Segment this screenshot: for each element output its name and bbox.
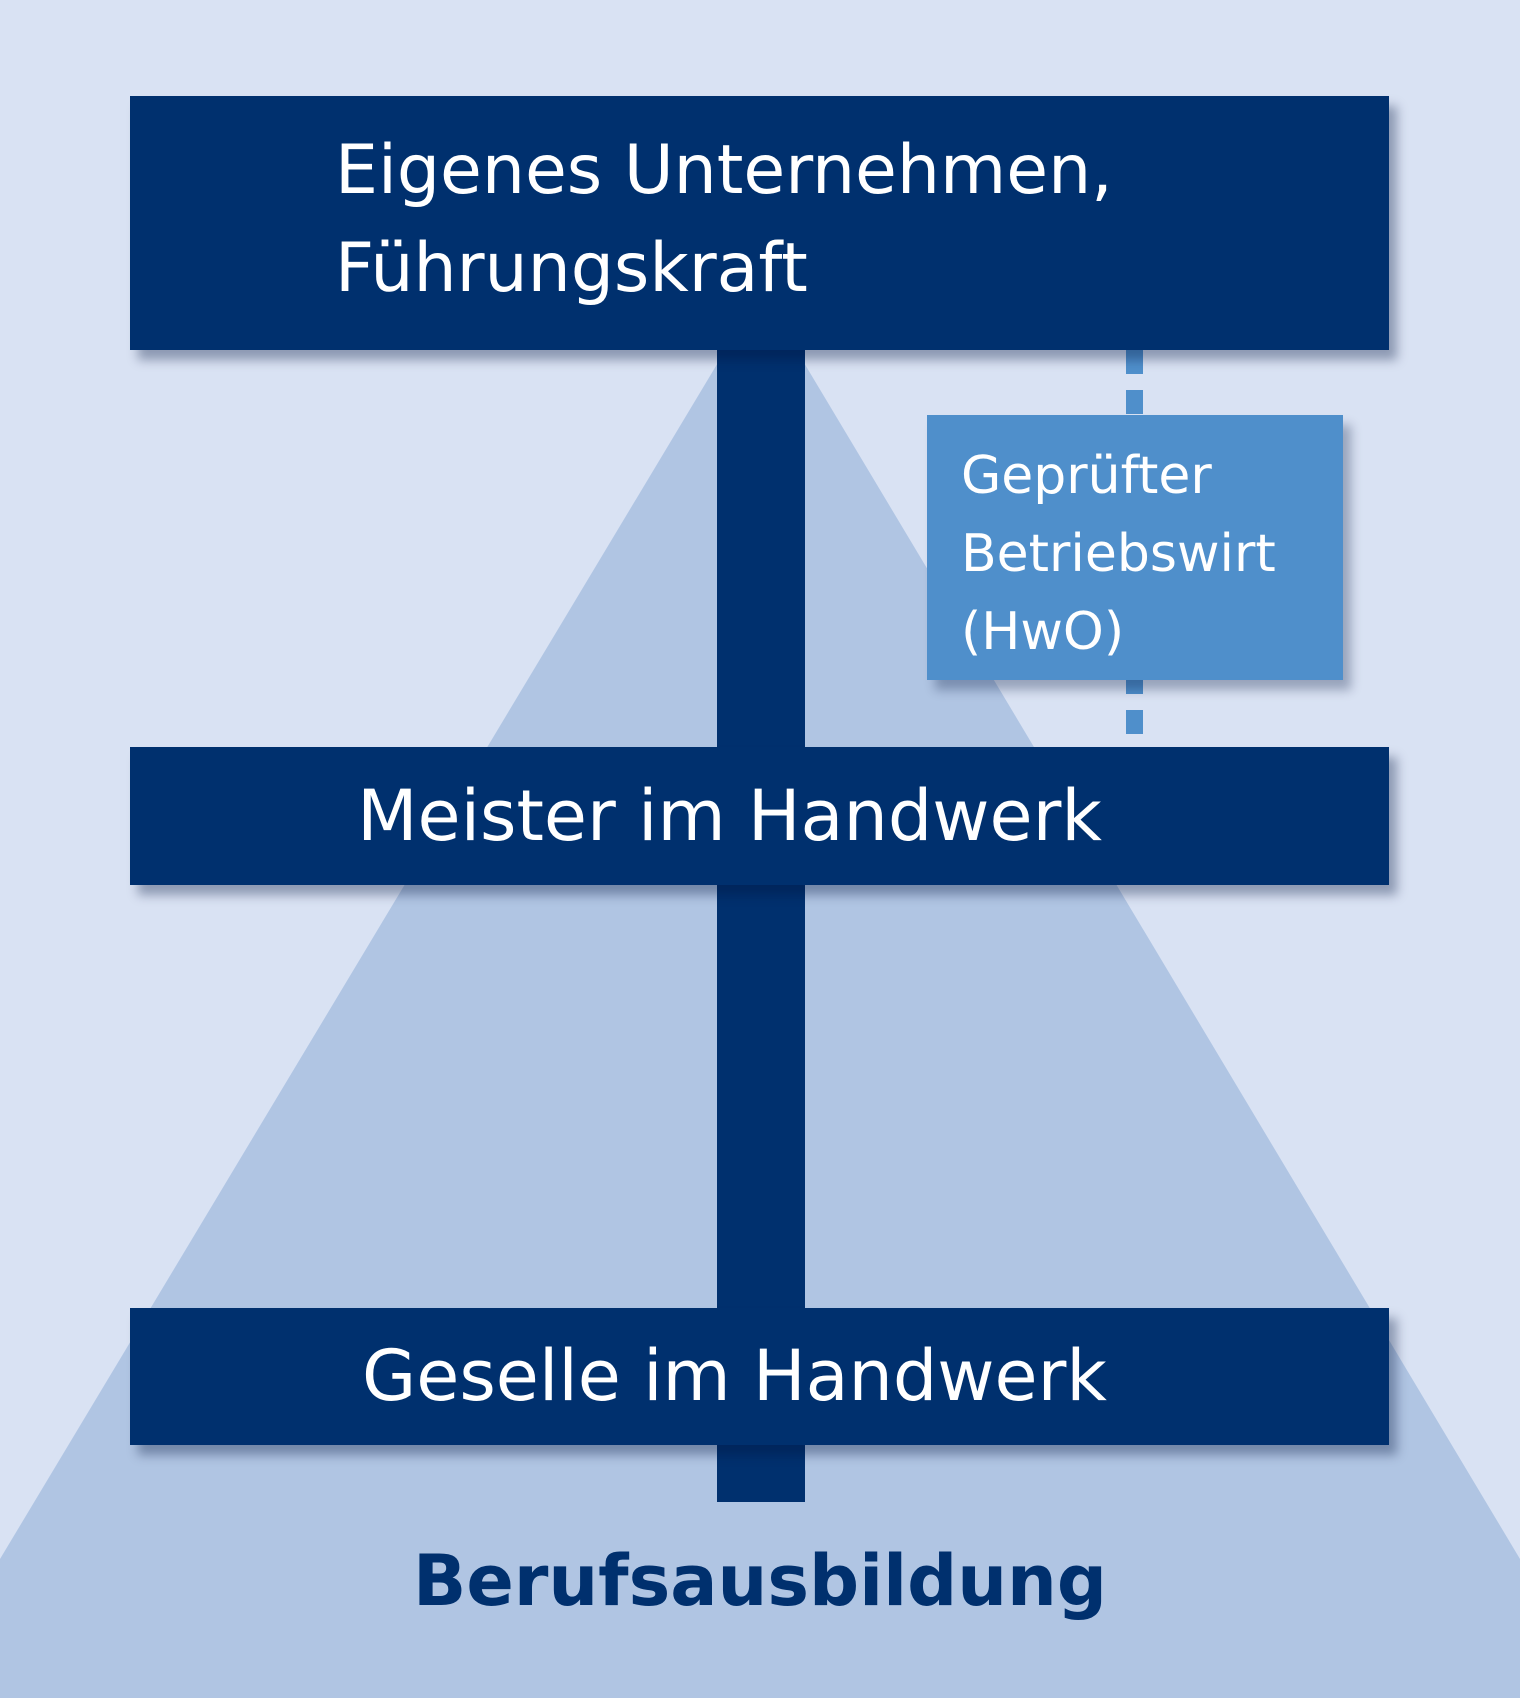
level-box-geselle: Geselle im Handwerk xyxy=(130,1308,1389,1445)
level-box-meister: Meister im Handwerk xyxy=(130,747,1389,885)
level-box-eigenes-unternehmen: Eigenes Unternehmen, Führungskraft xyxy=(130,96,1389,350)
side-label-line2: Betriebswirt xyxy=(961,524,1276,584)
level-box-betriebswirt: Geprüfter Betriebswirt (HwO) xyxy=(927,415,1343,680)
level-label-line2: Führungskraft xyxy=(335,229,808,308)
side-label-line3: (HwO) xyxy=(961,602,1125,662)
base-label-berufsausbildung: Berufsausbildung xyxy=(412,1540,1108,1622)
level-label-line1: Eigenes Unternehmen, xyxy=(335,131,1113,210)
side-label-line1: Geprüfter xyxy=(961,446,1212,506)
